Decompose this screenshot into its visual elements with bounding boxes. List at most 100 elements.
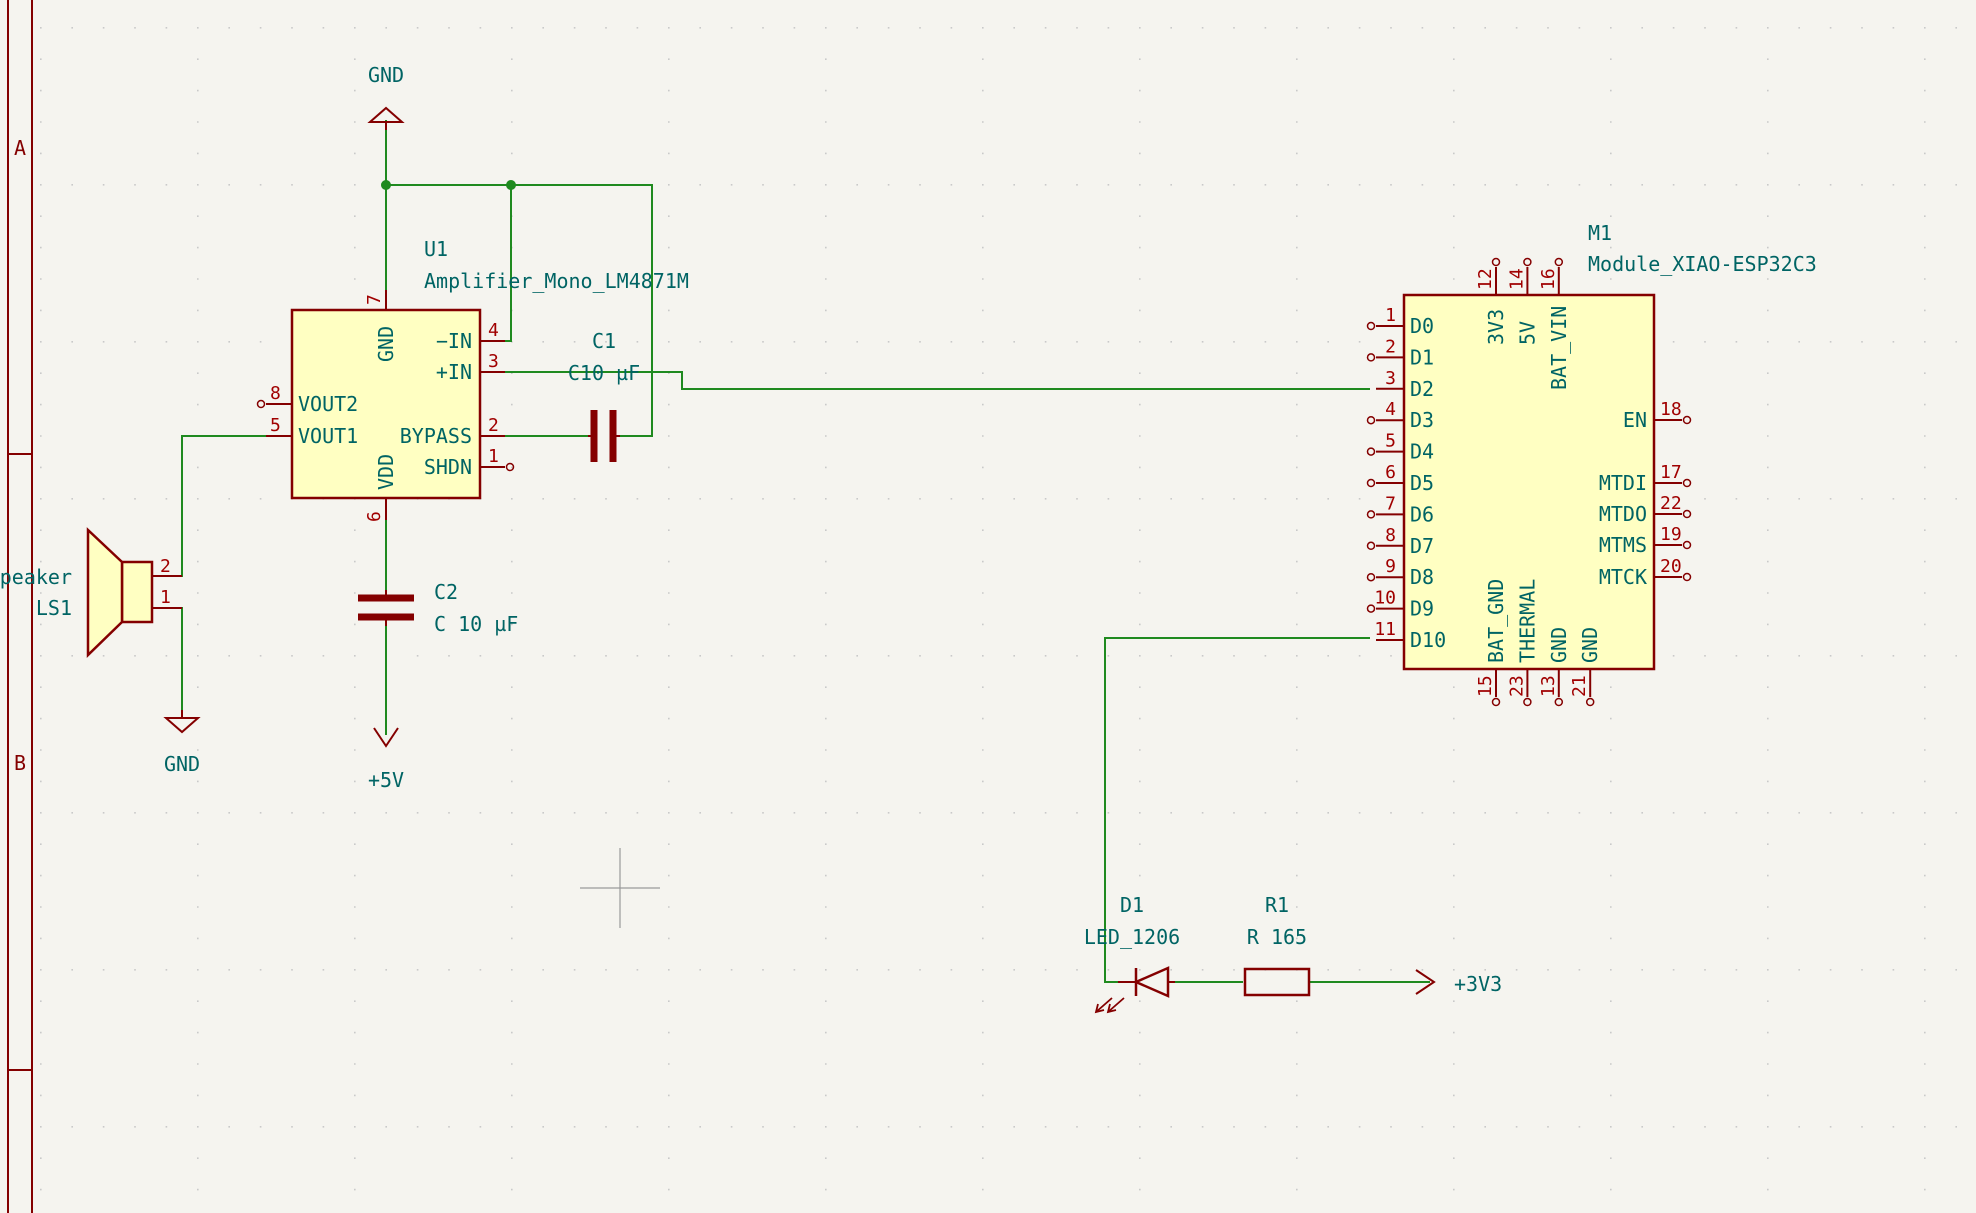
- m1-pin-num: 15: [1475, 675, 1496, 697]
- unconnected-pin-marker: [1554, 257, 1564, 267]
- ls1-speaker[interactable]: peaker LS1 2 1: [0, 527, 182, 658]
- u1-pin-vout2-num: 8: [270, 383, 281, 404]
- d1-led[interactable]: D1 LED_1206: [1084, 893, 1180, 1014]
- m1-pin-num: 12: [1475, 268, 1496, 290]
- c2-value: C 10 µF: [434, 612, 518, 636]
- unconnected-pin-marker: [1491, 257, 1501, 267]
- c1-ref: C1: [592, 329, 616, 353]
- m1-pin-name: D0: [1410, 314, 1434, 338]
- m1-pin-name: BAT_GND: [1484, 579, 1508, 663]
- power-5v[interactable]: +5V: [368, 727, 404, 792]
- u1-pin-nin-name: −IN: [436, 329, 472, 353]
- u1-ref: U1: [424, 237, 448, 261]
- unconnected-pin-marker: [1682, 415, 1692, 425]
- m1-pin-name: MTDI: [1599, 471, 1647, 495]
- unconnected-pin-marker: [1523, 257, 1532, 267]
- u1-pin-pin-name: +IN: [436, 360, 472, 384]
- m1-pin-name: MTMS: [1599, 533, 1647, 557]
- m1-pin-num: 14: [1506, 268, 1527, 290]
- r1-ref: R1: [1265, 893, 1289, 917]
- unconnected-pin-marker: [1523, 697, 1532, 707]
- power-gnd-top[interactable]: GND: [367, 63, 405, 130]
- m1-pin-num: 17: [1660, 462, 1682, 483]
- m1-pin-num: 22: [1660, 493, 1682, 514]
- m1-pin-num: 2: [1385, 336, 1396, 357]
- m1-pin-name: D7: [1410, 534, 1434, 558]
- m1-pin-name: 5V: [1515, 321, 1539, 345]
- sheet-frame: A B: [7, 0, 33, 1213]
- m1-pin-num: 7: [1385, 493, 1396, 514]
- r1-resistor[interactable]: R1 R 165: [1243, 893, 1311, 997]
- led-emission-arrows: [1094, 997, 1125, 1014]
- m1-pin-name: D9: [1410, 597, 1434, 621]
- m1-pin-num: 1: [1385, 305, 1396, 326]
- unconnected-pin-marker: [1366, 447, 1376, 456]
- u1-pin-vout2-name: VOUT2: [298, 392, 358, 416]
- u1-value: Amplifier_Mono_LM4871M: [424, 269, 689, 293]
- m1-pin-name: GND: [1547, 627, 1571, 663]
- unconnected-pin-marker: [1554, 697, 1564, 707]
- u1-pin-pin-num: 3: [488, 351, 499, 372]
- u1-pin-shdn-name: SHDN: [424, 455, 472, 479]
- u1-pin-gnd-num: 7: [364, 294, 385, 305]
- m1-pin-num: 20: [1660, 556, 1682, 577]
- r1-value: R 165: [1247, 925, 1307, 949]
- u1-pin-gnd-name: GND: [374, 326, 398, 362]
- m1-pin-name: D10: [1410, 628, 1446, 652]
- u1-amplifier[interactable]: U1 Amplifier_Mono_LM4871M GND −IN +IN BY…: [256, 237, 689, 522]
- m1-pin-name: EN: [1623, 408, 1647, 432]
- u1-pin-vdd-name: VDD: [374, 454, 398, 490]
- m1-pin-name: D8: [1410, 565, 1434, 589]
- c2-capacitor[interactable]: C2 C 10 µF: [358, 580, 518, 636]
- power-gnd-speaker[interactable]: GND: [163, 710, 201, 776]
- m1-pin-name: D2: [1410, 377, 1434, 401]
- junction-dot: [506, 180, 516, 190]
- m1-pin-name: D1: [1410, 345, 1434, 369]
- ls1-value: peaker: [0, 565, 72, 589]
- ls1-ref: LS1: [36, 596, 72, 620]
- unconnected-pin-marker: [1491, 697, 1501, 707]
- u1-pin-vout1-num: 5: [270, 415, 281, 436]
- m1-pin-num: 6: [1385, 462, 1396, 483]
- unconnected-pin-marker: [1682, 540, 1692, 550]
- wires: [165, 120, 1430, 983]
- m1-pin-num: 18: [1660, 399, 1682, 420]
- unconnected-pin-marker: [1366, 321, 1376, 331]
- m1-pin-num: 11: [1374, 619, 1396, 640]
- unconnected-pin-marker: [505, 462, 515, 472]
- m1-pin-num: 3: [1385, 368, 1396, 389]
- wire-nin: [505, 185, 512, 342]
- unconnected-pin-marker: [1366, 415, 1376, 425]
- m1-pin-name: 3V3: [1484, 309, 1508, 345]
- wire-speaker-gnd: [165, 607, 183, 718]
- crosshair-cursor: [580, 848, 660, 928]
- ls1-pin-num: 1: [160, 587, 171, 608]
- wire-vout1-speaker: [165, 435, 266, 577]
- junction-dot: [381, 180, 391, 190]
- m1-pin-num: 8: [1385, 525, 1396, 546]
- m1-pin-name: GND: [1578, 627, 1602, 663]
- m1-body: [1402, 293, 1656, 671]
- unconnected-pin-marker: [1366, 604, 1376, 613]
- m1-pin-num: 10: [1374, 588, 1396, 609]
- m1-pin-name: D6: [1410, 502, 1434, 526]
- unconnected-pin-marker: [1366, 541, 1376, 551]
- c1-capacitor[interactable]: C1 C10 µF: [568, 329, 640, 462]
- m1-pin-name: D3: [1410, 408, 1434, 432]
- unconnected-pin-marker: [1366, 510, 1376, 519]
- m1-pin-num: 19: [1660, 524, 1682, 545]
- wire-d10-led: [1104, 637, 1370, 983]
- power-label: GND: [368, 63, 404, 87]
- m1-pin-num: 5: [1385, 431, 1396, 452]
- m1-pin-name: BAT_VIN: [1547, 306, 1571, 390]
- unconnected-pin-marker: [256, 399, 266, 409]
- m1-pin-name: D5: [1410, 471, 1434, 495]
- m1-ref: M1: [1588, 221, 1612, 245]
- grid: [40, 27, 1957, 1191]
- unconnected-pin-marker: [1366, 572, 1376, 582]
- power-3v3[interactable]: +3V3: [1415, 969, 1502, 996]
- m1-pin-num: 21: [1569, 675, 1590, 697]
